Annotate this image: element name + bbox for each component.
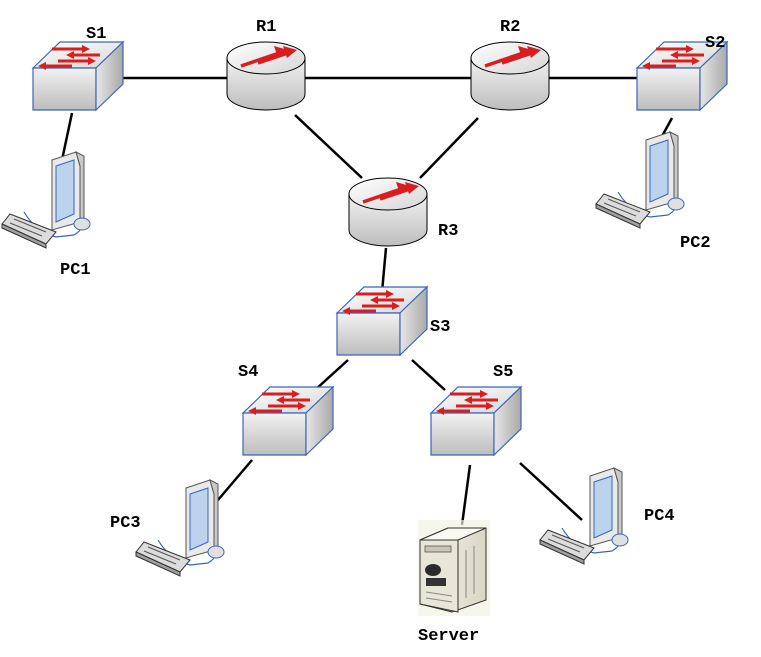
switch-icon (429, 385, 523, 457)
switch-icon (241, 385, 335, 457)
switch-s1: S1 (31, 25, 125, 112)
device-label: R3 (438, 222, 458, 241)
router-r3: R3 (347, 176, 458, 248)
device-label: PC4 (644, 507, 675, 526)
switch-s5: S5 (429, 363, 523, 457)
switch-icon (31, 40, 125, 112)
router-icon (225, 40, 307, 112)
device-label: Server (418, 627, 479, 646)
pc-pc3: PC3 (110, 479, 225, 577)
pc-icon (539, 467, 629, 565)
link-r3-s3 (380, 247, 388, 293)
pc-icon (1, 151, 91, 249)
router-icon (469, 40, 551, 112)
device-label: S3 (430, 318, 450, 337)
device-label: S5 (493, 363, 513, 382)
device-label: PC3 (110, 514, 141, 533)
switch-s2: S2 (635, 34, 729, 112)
link-r1-r3 (294, 114, 363, 179)
switch-s3: S3 (335, 285, 450, 357)
device-label: R2 (500, 18, 520, 37)
router-r2: R2 (469, 18, 551, 112)
link-s5-server (460, 464, 472, 526)
device-label: PC1 (60, 261, 91, 280)
link-r2-r3 (419, 117, 479, 179)
device-label: R1 (256, 18, 276, 37)
link-s3-s4 (314, 359, 349, 391)
switch-icon (335, 285, 429, 357)
device-label: S1 (86, 25, 106, 44)
pc-pc4: PC4 (539, 467, 675, 565)
link-s3-s5 (411, 359, 446, 391)
device-label: S4 (238, 363, 258, 382)
device-label: S2 (705, 34, 725, 53)
router-r1: R1 (225, 18, 307, 112)
link-s4-pc3 (217, 459, 253, 501)
server: Server (418, 520, 490, 646)
links (60, 76, 674, 526)
pc-icon (135, 479, 225, 577)
server-icon (418, 520, 490, 616)
router-icon (347, 176, 429, 248)
link-s1-pc1 (60, 112, 74, 161)
pc-icon (595, 131, 685, 229)
device-label: PC2 (680, 234, 711, 253)
pc-pc2: PC2 (595, 131, 711, 253)
link-s5-pc4 (519, 462, 583, 521)
pc-pc1: PC1 (1, 151, 91, 280)
switch-s4: S4 (238, 363, 335, 457)
